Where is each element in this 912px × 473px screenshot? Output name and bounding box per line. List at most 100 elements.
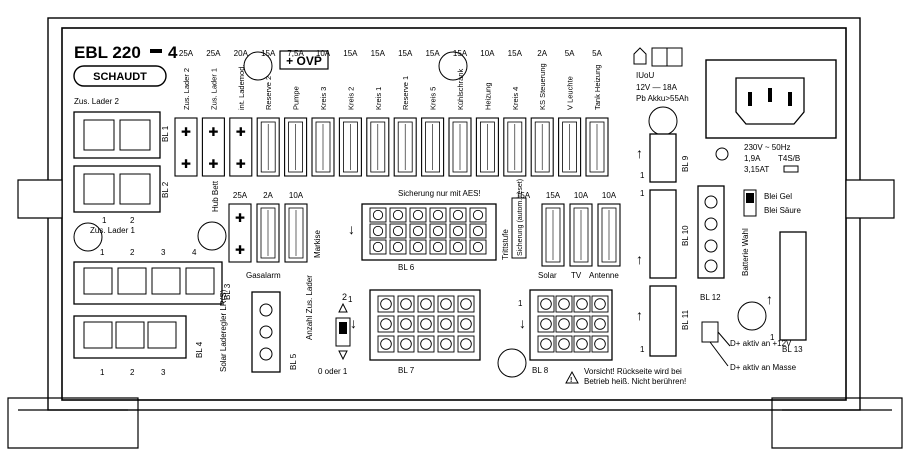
bl9-label: BL 9: [681, 155, 690, 172]
mount-tab-left: [17, 179, 63, 219]
fuse-mid-right-rating-1: 15A: [546, 191, 561, 200]
fuse-top-8-inner: [397, 121, 413, 173]
fuse-top-label-12: Kreis 4: [511, 87, 520, 110]
fuse-top-rating-8: 15A: [398, 49, 413, 58]
fuse-top-9-inner: [425, 121, 441, 173]
battery-select-knob: [746, 193, 754, 203]
bl6-cell-2-4: [449, 239, 467, 255]
warning-line-1: Vorsicht! Rückseite wird bei: [584, 367, 682, 376]
fuse-top-rating-13: 2A: [537, 49, 547, 58]
bl10-arrow-up: ↑: [636, 251, 643, 267]
fuse-top-rating-14: 5A: [565, 49, 575, 58]
d-plus-jumper[interactable]: [701, 321, 719, 343]
fuse-top-rating-12: 15A: [508, 49, 523, 58]
bl5-pin-2: [259, 325, 273, 339]
fuse-top-rating-6: 15A: [343, 49, 358, 58]
connector-bl2: [73, 165, 161, 213]
bl7-pin-0-0: [380, 298, 392, 310]
bl6-pin-grid: [369, 207, 487, 255]
fuse-mid-left-rating-0: 25A: [233, 191, 248, 200]
bl6-pin-2-1: [392, 241, 404, 253]
mains-pin-1: [748, 92, 752, 106]
bl8-cell-0-3: [591, 295, 609, 313]
bl7-pin-2-0: [380, 338, 392, 350]
hole-top-1: [243, 51, 273, 81]
bl7-cell-0-3: [437, 295, 455, 313]
fuse-mid-left-0-plus-b: ✚: [235, 243, 245, 257]
fuse-top-11-inner: [479, 121, 495, 173]
bl8-pin-1-3: [594, 318, 606, 330]
fuse-top-rating-4: 7,5A: [287, 49, 304, 58]
bl6-pin-1-4: [452, 225, 464, 237]
label-antenne: Antenne: [589, 271, 619, 280]
connector-bl3-slot-2: [117, 267, 147, 295]
bl7-cell-1-4: [457, 315, 475, 333]
bl8-pin-0-2: [576, 298, 588, 310]
bl12-pin-1: [704, 195, 718, 209]
bl6-pin-2-3: [432, 241, 444, 253]
bl3-pin-2: 2: [130, 248, 135, 257]
connector-bl4-slot-3: [147, 321, 177, 349]
mount-tab-right: [845, 179, 895, 219]
bl6-cell-0-1: [389, 207, 407, 223]
bl8-pin-1-0: [540, 318, 552, 330]
model-title: EBL 220: [74, 43, 141, 62]
fuse-top-13-inner: [534, 121, 550, 173]
connector-bl3-slot-3: [151, 267, 181, 295]
connector-bl1: [73, 111, 161, 159]
fuse-top-1-plus-a: ✚: [208, 125, 218, 139]
fuse-mid-left-0[interactable]: [228, 203, 252, 263]
switch-arrow-up: [338, 302, 348, 313]
bl7-cell-2-1: [397, 335, 415, 353]
bl6-cell-2-1: [389, 239, 407, 255]
label-hub-bett: Hub Bett: [211, 180, 220, 212]
fuse-mid-right-rating-2: 10A: [574, 191, 589, 200]
bl5-pin-1: [259, 303, 273, 317]
bl7-pin-2-1: [400, 338, 412, 350]
connector-bl2-slot-b: [119, 173, 151, 205]
fuse-top-label-13: KS Steuerung: [538, 63, 547, 110]
bl7-cell-0-1: [397, 295, 415, 313]
connector-bl4-slot-1: [83, 321, 113, 349]
fuse-top-label-15: Tank Heizung: [593, 65, 602, 110]
bl6-cell-2-5: [469, 239, 487, 255]
fuse-top-rating-5: 10A: [316, 49, 331, 58]
fuse-top-1[interactable]: [201, 117, 225, 177]
bl8-pin-2-2: [576, 338, 588, 350]
bl7-cell-1-1: [397, 315, 415, 333]
label-tv: TV: [571, 271, 582, 280]
bl7-pin-0-3: [440, 298, 452, 310]
hole-bottom-2: [737, 301, 767, 331]
label-iuou: IUoU: [636, 71, 654, 80]
fuse-mid-right-rating-3: 10A: [602, 191, 617, 200]
bl2-pin-2: 2: [130, 216, 135, 225]
bl7-pin-0-4: [460, 298, 472, 310]
fuse-top-rating-3: 15A: [261, 49, 276, 58]
fuse-top-15-inner: [589, 121, 605, 173]
label-markise: Markise: [313, 229, 322, 258]
hole-bottom-1: [497, 348, 527, 378]
fuse-top-0[interactable]: [174, 117, 198, 177]
fuse-top-label-9: Kreis 5: [429, 87, 438, 110]
bl7-cell-2-2: [417, 335, 435, 353]
bl7-pin-1-3: [440, 318, 452, 330]
bl8-pin-0-1: [558, 298, 570, 310]
connector-bl1-slot-b: [119, 119, 151, 151]
bl7-pin-2-3: [440, 338, 452, 350]
switch-pos-2: 2: [342, 292, 347, 302]
fuse-top-rating-15: 5A: [592, 49, 602, 58]
fuse-symbol: [783, 165, 799, 173]
label-mains-current: 1,9A: [744, 154, 761, 163]
bl8-cell-2-0: [537, 335, 555, 353]
fuse-mid-right-1-inner: [545, 207, 561, 263]
ovp-box: [279, 50, 329, 70]
sicherung-note: Sicherung nur mit AES!: [398, 189, 481, 198]
bl9-pin-marker: 1: [640, 171, 645, 180]
bl6-arrow-down: ↓: [348, 221, 355, 237]
connector-bl9: [649, 133, 677, 183]
fuse-top-2[interactable]: [229, 117, 253, 177]
bl10-pin-marker: 1: [640, 189, 645, 198]
